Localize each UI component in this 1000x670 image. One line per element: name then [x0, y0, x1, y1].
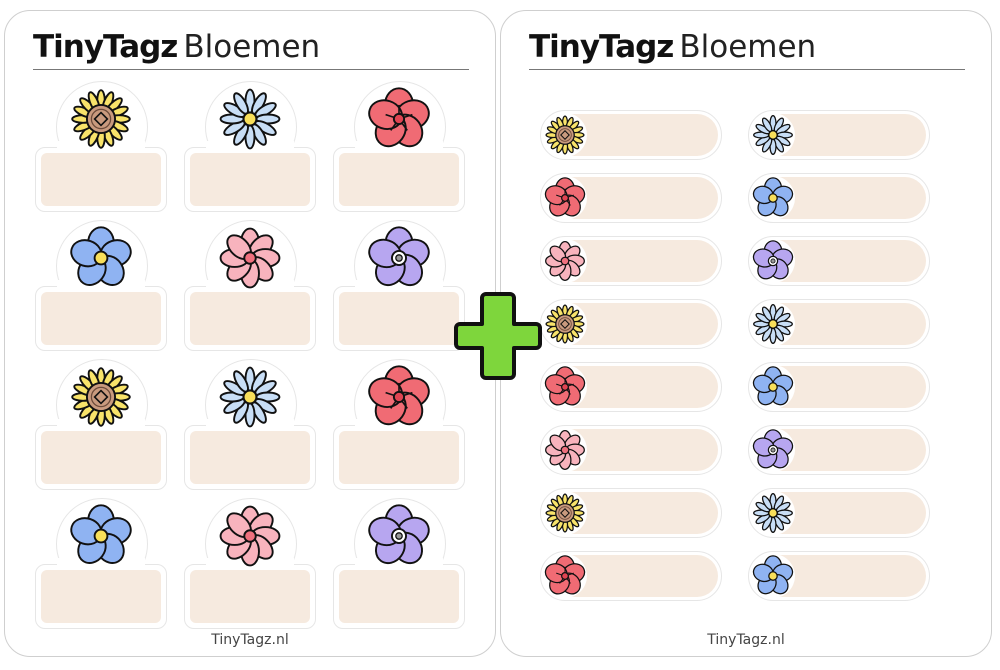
name-tag-sticker — [184, 81, 316, 212]
brand-name: TinyTagz — [529, 29, 674, 65]
name-tag-sticker — [184, 498, 316, 629]
name-label-sticker — [540, 299, 722, 349]
forget-me-not-icon — [752, 177, 794, 219]
label-area — [190, 153, 310, 206]
name-tag-sticker — [35, 81, 167, 212]
sunflower-icon — [544, 114, 586, 156]
label-area — [41, 570, 161, 623]
name-label-sticker — [540, 110, 722, 160]
purple-flower-icon — [752, 429, 794, 471]
tag-joint — [57, 280, 145, 292]
label-area — [339, 292, 459, 345]
label-area — [339, 431, 459, 484]
tag-joint — [355, 280, 443, 292]
sunflower-icon — [69, 365, 133, 429]
pink-flower-icon — [544, 240, 586, 282]
daisy-icon — [218, 87, 282, 151]
footer-url: TinyTagz.nl — [707, 632, 785, 648]
sunflower-icon — [544, 303, 586, 345]
label-area — [190, 292, 310, 345]
name-label-sticker — [540, 551, 722, 601]
label-area — [339, 153, 459, 206]
name-label-sticker — [540, 362, 722, 412]
poppy-icon — [367, 365, 431, 429]
label-area — [190, 570, 310, 623]
pink-flower-icon — [218, 226, 282, 290]
poppy-icon — [544, 555, 586, 597]
tag-joint — [355, 558, 443, 570]
name-label-sticker — [748, 488, 930, 538]
tag-joint — [355, 141, 443, 153]
name-label-sticker — [748, 551, 930, 601]
daisy-icon — [218, 365, 282, 429]
name-label-sticker — [540, 425, 722, 475]
pink-flower-icon — [218, 504, 282, 568]
brand-name: TinyTagz — [33, 29, 178, 65]
name-label-sticker — [748, 299, 930, 349]
tag-joint — [355, 419, 443, 431]
sunflower-icon — [544, 492, 586, 534]
label-area — [339, 570, 459, 623]
forget-me-not-icon — [752, 366, 794, 408]
forget-me-not-icon — [69, 226, 133, 290]
purple-flower-icon — [752, 240, 794, 282]
poppy-icon — [367, 87, 431, 151]
plus-icon — [454, 292, 542, 380]
name-tag-sticker — [35, 359, 167, 490]
name-label-sticker — [748, 110, 930, 160]
name-label-sticker — [748, 236, 930, 286]
name-tag-sticker — [35, 220, 167, 351]
name-label-sticker — [540, 236, 722, 286]
pink-flower-icon — [544, 429, 586, 471]
footer-url: TinyTagz.nl — [211, 632, 289, 648]
tag-joint — [57, 558, 145, 570]
name-tag-sticker — [333, 81, 465, 212]
divider — [33, 69, 469, 70]
name-tag-sticker — [184, 220, 316, 351]
name-label-sticker — [540, 173, 722, 223]
name-label-sticker — [540, 488, 722, 538]
name-label-sticker — [748, 173, 930, 223]
sheet-subtitle: Bloemen — [679, 29, 817, 65]
sunflower-icon — [69, 87, 133, 151]
forget-me-not-icon — [752, 555, 794, 597]
daisy-icon — [752, 303, 794, 345]
daisy-icon — [752, 492, 794, 534]
name-tag-sticker — [35, 498, 167, 629]
label-area — [190, 431, 310, 484]
forget-me-not-icon — [69, 504, 133, 568]
name-tag-sticker — [184, 359, 316, 490]
name-tag-sticker — [333, 498, 465, 629]
name-label-sticker — [748, 362, 930, 412]
name-tag-sticker — [333, 220, 465, 351]
label-area — [41, 292, 161, 345]
purple-flower-icon — [367, 504, 431, 568]
label-area — [41, 431, 161, 484]
daisy-icon — [752, 114, 794, 156]
purple-flower-icon — [367, 226, 431, 290]
label-area — [41, 153, 161, 206]
name-tag-sticker — [333, 359, 465, 490]
divider — [529, 69, 965, 70]
poppy-icon — [544, 366, 586, 408]
name-label-sticker — [748, 425, 930, 475]
poppy-icon — [544, 177, 586, 219]
sheet-subtitle: Bloemen — [183, 29, 321, 65]
